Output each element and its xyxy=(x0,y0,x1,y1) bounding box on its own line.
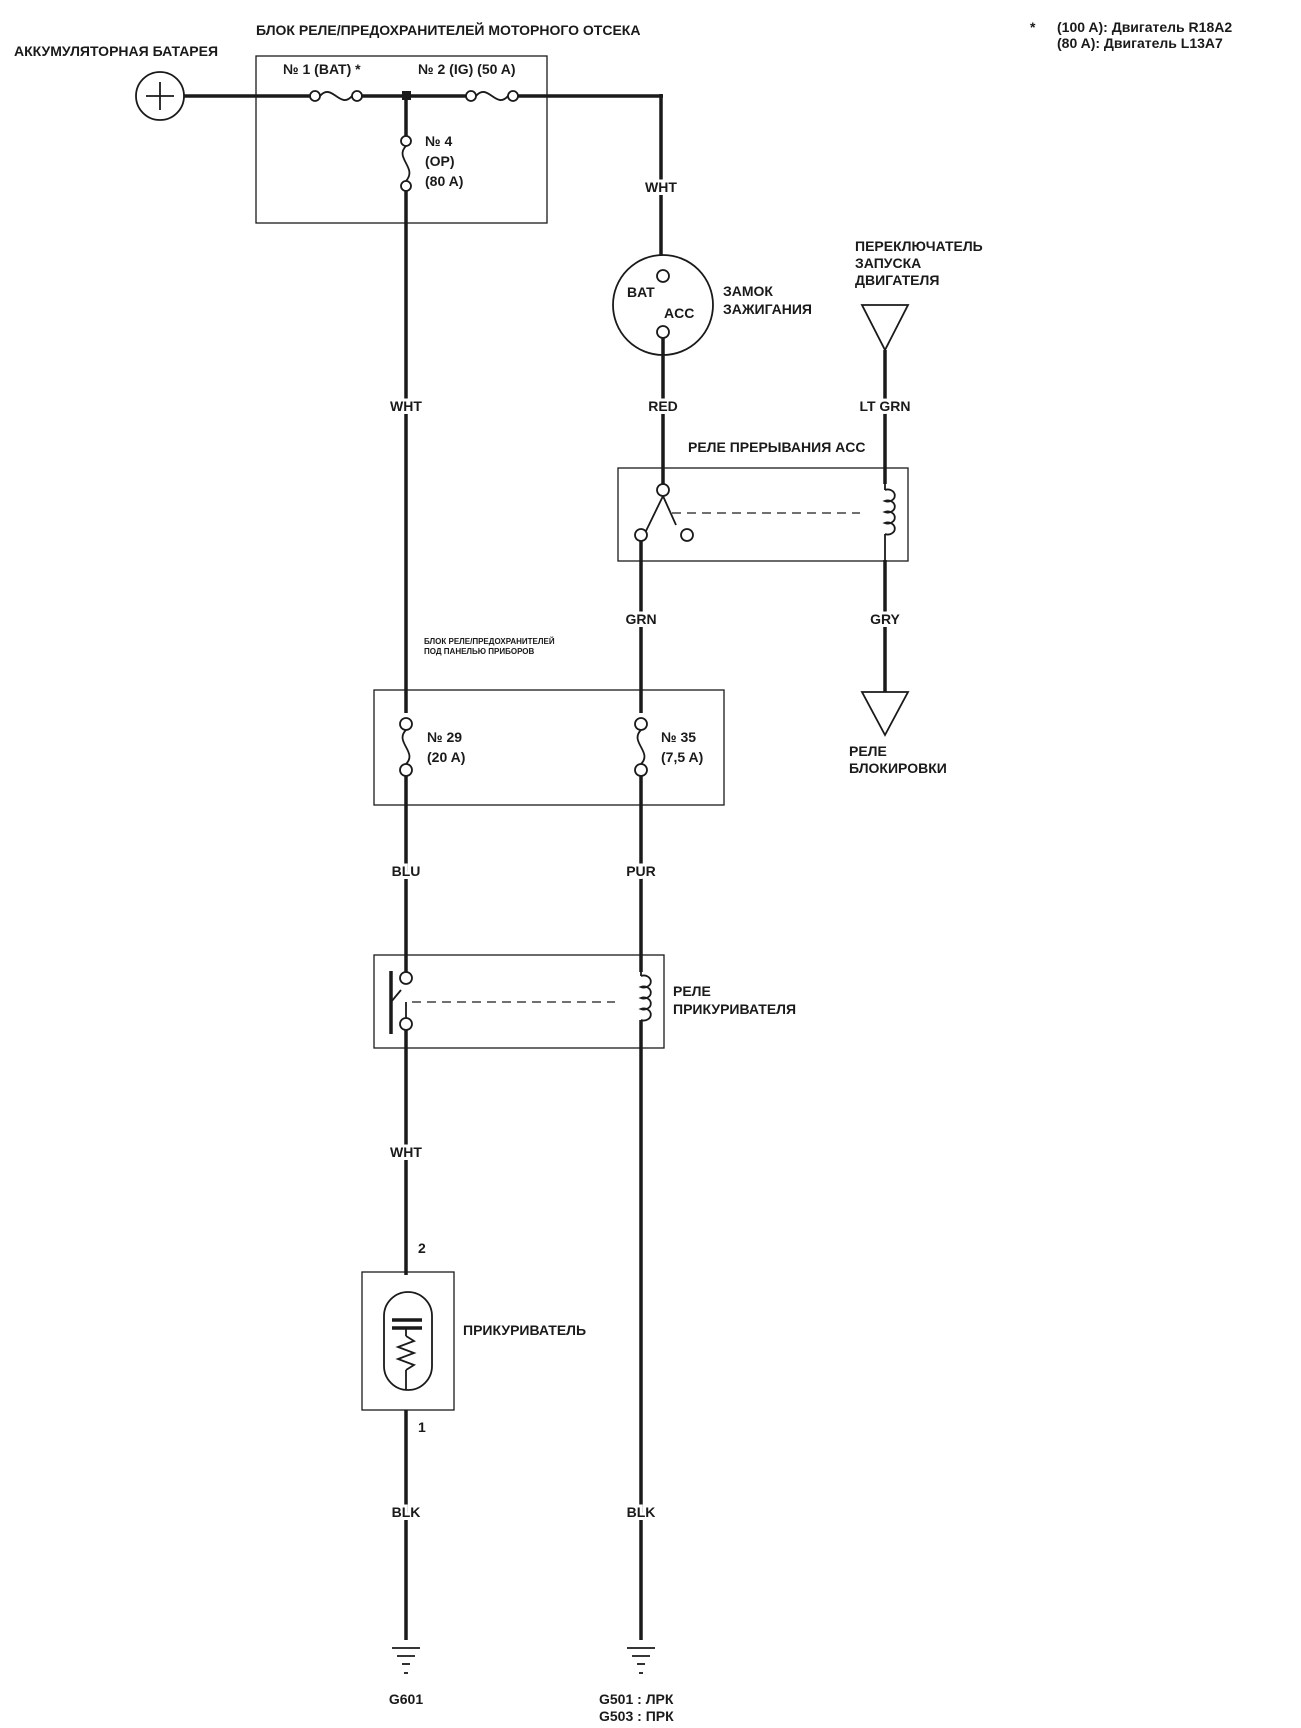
wire-label-blk-right: BLK xyxy=(627,1504,656,1520)
lighter-relay-coil-icon xyxy=(638,972,652,1022)
lighter-label: ПРИКУРИВАТЕЛЬ xyxy=(463,1322,586,1338)
engine-fuse-box-title: БЛОК РЕЛЕ/ПРЕДОХРАНИТЕЛЕЙ МОТОРНОГО ОТСЕ… xyxy=(256,21,640,38)
wire-label-blk-left: BLK xyxy=(392,1504,421,1520)
ground-right-label-2: G503 : ПРК xyxy=(599,1708,674,1724)
lighter-pin-2: 2 xyxy=(418,1240,426,1256)
lighter-pin-1: 1 xyxy=(418,1419,426,1435)
wire-label-grn: GRN xyxy=(625,611,656,627)
wire-label-gry: GRY xyxy=(870,611,900,627)
battery-symbol xyxy=(135,71,185,121)
acc-relay-switch xyxy=(634,483,860,542)
starter-switch-connector-icon xyxy=(860,304,910,352)
wire-label-wht-main: WHT xyxy=(390,398,422,414)
footnote-line-1: (100 A): Двигатель R18A2 xyxy=(1057,19,1232,35)
ignition-switch-label-2: ЗАЖИГАНИЯ xyxy=(723,301,812,317)
wire-label-lt-grn: LT GRN xyxy=(859,398,910,414)
wire-label-wht-ig: WHT xyxy=(645,179,677,195)
ignition-switch-label-1: ЗАМОК xyxy=(723,283,773,299)
acc-relay-label: РЕЛЕ ПРЕРЫВАНИЯ ACC xyxy=(688,439,866,455)
fuse-4-name: (OP) xyxy=(425,153,455,169)
ground-g601-icon xyxy=(392,1647,420,1674)
lighter-relay-label-1: РЕЛЕ xyxy=(673,983,711,999)
fuse-1-label: № 1 (BAT) * xyxy=(283,61,361,77)
interlock-relay-label-2: БЛОКИРОВКИ xyxy=(849,760,947,776)
starter-switch-label-1: ПЕРЕКЛЮЧАТЕЛЬ xyxy=(855,238,983,254)
dash-fuse-box-title-2: ПОД ПАНЕЛЬЮ ПРИБОРОВ xyxy=(424,647,535,656)
dash-fuse-box-title-1: БЛОК РЕЛЕ/ПРЕДОХРАНИТЕЛЕЙ xyxy=(424,637,555,646)
fuse-35-rating: (7,5 A) xyxy=(661,749,703,765)
wire-label-red: RED xyxy=(648,398,678,414)
interlock-relay-label-1: РЕЛЕ xyxy=(849,743,887,759)
footnote-star: * xyxy=(1030,19,1036,35)
fuse-29-number: № 29 xyxy=(427,729,462,745)
ground-left-label: G601 xyxy=(389,1691,423,1707)
fuse-35-number: № 35 xyxy=(661,729,696,745)
lighter-relay-label-2: ПРИКУРИВАТЕЛЯ xyxy=(673,1001,796,1017)
fuse-29-rating: (20 A) xyxy=(427,749,465,765)
fuse-35 xyxy=(634,717,648,777)
fuse-29 xyxy=(399,717,413,777)
fuse-2-label: № 2 (IG) (50 A) xyxy=(418,61,516,77)
wire-label-wht-lighter: WHT xyxy=(390,1144,422,1160)
ignition-bat-terminal: BAT xyxy=(627,284,655,300)
interlock-relay-connector-icon xyxy=(860,691,910,737)
lighter-relay-box xyxy=(373,954,665,1049)
battery-wire xyxy=(184,90,663,256)
cigar-lighter-icon xyxy=(383,1291,433,1391)
battery-label: АККУМУЛЯТОРНАЯ БАТАРЕЯ xyxy=(14,43,218,59)
fuse-4-rating: (80 A) xyxy=(425,173,463,189)
lighter-box xyxy=(361,1271,455,1411)
ground-right-label-1: G501 : ЛРК xyxy=(599,1691,674,1707)
starter-switch-label-2: ЗАПУСКА xyxy=(855,255,921,271)
fuse-4 xyxy=(400,96,412,192)
ground-g501-g503-icon xyxy=(627,1647,655,1674)
fuse-4-number: № 4 xyxy=(425,133,452,149)
wire-label-pur: PUR xyxy=(626,863,656,879)
dash-fuse-box xyxy=(373,689,725,806)
lighter-relay-switch xyxy=(389,971,615,1034)
acc-relay-box xyxy=(617,467,909,562)
footnote-line-2: (80 A): Двигатель L13A7 xyxy=(1057,35,1223,51)
ignition-acc-terminal: ACC xyxy=(664,305,694,321)
engine-fuse-box xyxy=(255,55,548,224)
acc-relay-coil-icon xyxy=(882,484,896,562)
starter-switch-label-3: ДВИГАТЕЛЯ xyxy=(855,272,939,288)
wire-label-blu: BLU xyxy=(392,863,421,879)
